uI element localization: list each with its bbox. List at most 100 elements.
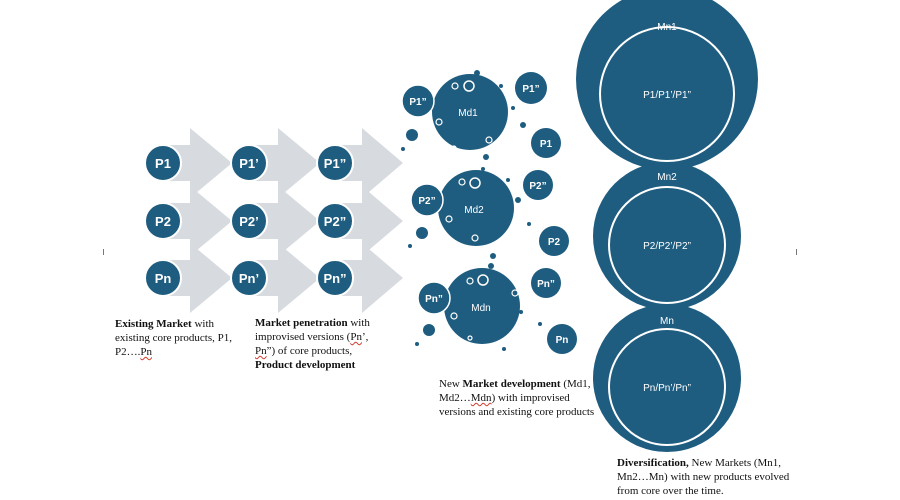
product-circle (316, 144, 354, 182)
satellite-circle (417, 281, 451, 315)
product-grid: P1 P1’ P1” P2 P2’ P2” Pn Pn’ Pn” (144, 144, 354, 297)
product-label: P2 (155, 214, 171, 229)
arrow-shape (163, 186, 232, 256)
satellite-label: P2” (529, 181, 546, 192)
dot (519, 310, 523, 314)
diversification-inner-label: Pn/Pn’/Pn” (643, 383, 691, 394)
product-circle (144, 202, 182, 240)
bubble (450, 312, 458, 320)
market-cluster-md2: Md2 P2” P2” P2 (408, 167, 569, 259)
satellite-circle (539, 226, 569, 256)
dot (406, 129, 418, 141)
arrow-shape (163, 128, 232, 198)
bubble (511, 289, 519, 297)
margin-tick-right (796, 249, 797, 255)
satellite-circle (531, 268, 561, 298)
product-label: P1” (324, 156, 346, 171)
satellite-circle (410, 183, 444, 217)
dot (520, 122, 526, 128)
diversification-inner-label: P1/P1’/P1” (643, 90, 691, 101)
caption-text: with improvised versions ( (255, 317, 370, 343)
bubble (471, 234, 479, 242)
satellite-label: P2 (548, 237, 561, 248)
bubble (469, 177, 481, 189)
diversification-inner-circle (608, 328, 726, 446)
satellite-circle (547, 324, 577, 354)
arrow-column-1 (163, 128, 232, 313)
bubble (466, 277, 474, 285)
satellite-label: P1” (522, 84, 539, 95)
diversification-outer-circle (576, 0, 758, 170)
diversification-inner-circle (599, 26, 735, 162)
satellite-circle (515, 72, 547, 104)
dot (481, 167, 485, 171)
dot (506, 178, 510, 182)
dot (499, 84, 503, 88)
caption-text: New Markets (Mn1, Mn2…Mn) with new produ… (617, 457, 790, 497)
satellite-label: Pn” (537, 279, 555, 290)
caption-bold: Market penetration (255, 317, 348, 329)
arrow-shape (163, 243, 232, 313)
market-label: Md1 (458, 108, 478, 119)
arrow-shape (336, 186, 403, 256)
dot (490, 253, 496, 259)
satellite-circle (531, 128, 561, 158)
caption-bold: Existing Market (115, 318, 192, 330)
caption-market-development: New Market development (Md1, Md2…Mdn) wi… (439, 377, 599, 419)
bubble (485, 136, 493, 144)
dot (401, 147, 405, 151)
dot (416, 227, 428, 239)
caption-diversification: Diversification, New Markets (Mn1, Mn2…M… (617, 456, 792, 498)
caption-bold: Diversification, (617, 457, 689, 469)
caption-text: (Md1, Md2… (439, 378, 591, 404)
product-circle (316, 259, 354, 297)
caption-squiggle: Pn (350, 331, 362, 343)
diversification-outer-circle (593, 304, 741, 452)
diversification-outer-label: Mn2 (657, 172, 677, 183)
market-circle (444, 268, 520, 344)
market-cluster-mdn: Mdn Pn” Pn” Pn (415, 263, 577, 354)
dot (423, 324, 435, 336)
dot (408, 244, 412, 248)
bubble (451, 82, 459, 90)
diversification-circles: Mn1 P1/P1’/P1” Mn2 P2/P2’/P2” Mn Pn/Pn’/… (576, 0, 758, 452)
caption-squiggle: Pn (140, 346, 152, 358)
satellite-label: Pn” (425, 294, 443, 305)
satellite-label: P2” (418, 196, 435, 207)
bubble (458, 178, 466, 186)
arrow-shape (248, 186, 320, 256)
arrow-shape (336, 128, 403, 198)
product-label: Pn (155, 271, 172, 286)
bubble (467, 335, 473, 341)
dot (538, 322, 542, 326)
market-circle (438, 170, 514, 246)
product-label: Pn’ (239, 271, 259, 286)
arrow-column-3 (336, 128, 403, 313)
product-label: P2’ (239, 214, 259, 229)
product-label: P2” (324, 214, 346, 229)
caption-squiggle: Pn (255, 345, 267, 357)
diversification-outer-label: Mn (660, 316, 674, 327)
market-cluster-md1: Md1 P1” P1” P1 (401, 70, 561, 160)
caption-text: ) with improvised versions and existing … (439, 392, 595, 418)
dot (502, 347, 506, 351)
bubble (451, 145, 457, 151)
dot (474, 70, 480, 76)
diversification-outer-circle (593, 162, 741, 310)
market-label: Md2 (464, 205, 484, 216)
satellite-label: P1 (540, 139, 553, 150)
dot (511, 106, 515, 110)
arrow-column-2 (248, 128, 320, 313)
caption-text: New (439, 378, 463, 390)
caption-bold: Market development (462, 378, 561, 390)
arrow-shape (336, 243, 403, 313)
dot (415, 342, 419, 346)
market-label: Mdn (471, 303, 490, 314)
diversification-outer-label: Mn1 (657, 22, 677, 33)
product-circle (230, 202, 268, 240)
bubble (435, 118, 443, 126)
dot (515, 197, 521, 203)
satellite-label: P1” (409, 97, 426, 108)
bubble (445, 215, 453, 223)
product-circle (230, 259, 268, 297)
